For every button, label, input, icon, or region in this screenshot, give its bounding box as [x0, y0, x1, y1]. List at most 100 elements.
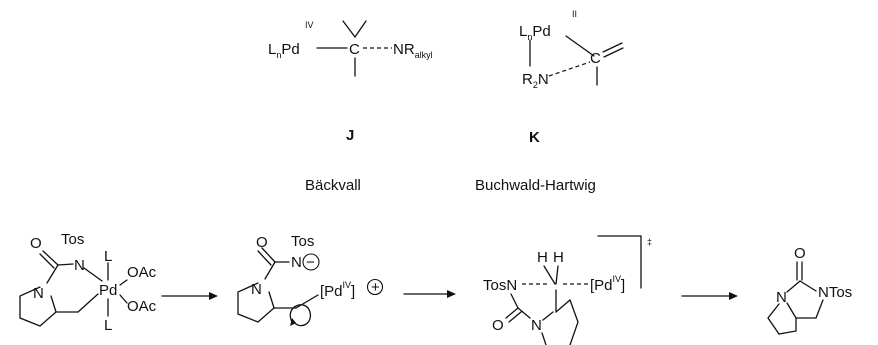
s2-minus-circle: [302, 253, 320, 271]
arrow-1-head: [209, 292, 218, 300]
arrow-3-head: [729, 292, 738, 300]
s2-amide-n: N: [291, 254, 302, 271]
s4-ntos: NTos: [818, 284, 852, 301]
s2-pd-ox-state: IV: [343, 280, 352, 290]
s4-c-nring-bond: [786, 280, 801, 293]
j-c-methyl-left: [342, 20, 356, 38]
reaction-arrow-3: [681, 292, 738, 300]
s1-c-n-amide-bond: [57, 263, 74, 266]
s3-ts-charge: ‡: [647, 237, 652, 247]
j-label: J: [346, 127, 354, 144]
s1-l-bottom: L: [104, 317, 112, 334]
s1-tos: Tos: [61, 231, 84, 248]
s3-h-left: H: [537, 249, 548, 266]
s2-ring-c-n-bond: [268, 291, 275, 309]
svg-text:R2N: R2N: [522, 71, 549, 90]
intermediate-j: LnPd IV C NRalkyl J Bäckvall: [268, 20, 433, 194]
s1-ch2-pd-bond: [77, 293, 99, 313]
k-amine-sub: 2: [533, 80, 538, 90]
s3-ring-n: N: [531, 317, 542, 334]
svg-text:[PdIV]: [PdIV]: [320, 280, 355, 300]
j-c-methyl-right: [354, 20, 367, 38]
s1-oac-bottom: OAc: [127, 298, 157, 315]
s2-pd-bracket-close: ]: [351, 283, 355, 300]
s4-ring-n: N: [776, 289, 787, 306]
s1-ring-c-n-bond: [50, 295, 57, 313]
j-carbon: C: [349, 41, 360, 58]
j-metal-pd: Pd: [281, 41, 299, 58]
k-carbon: C: [590, 50, 601, 67]
s1-pd-oac-bottom-bond: [119, 294, 128, 304]
s2-carbonyl-a: [261, 247, 276, 263]
j-metal-sub: n: [276, 50, 281, 60]
s1-amide-n: N: [74, 257, 85, 274]
k-metal-sub: n: [527, 32, 532, 42]
svg-text:LnPd: LnPd: [519, 23, 551, 42]
arrow-2-head: [447, 290, 456, 298]
s3-h-right-bond: [555, 265, 559, 285]
reaction-arrow-1: [161, 292, 218, 300]
s3-h-right: H: [553, 249, 564, 266]
s3-h-left-bond: [543, 265, 556, 285]
s3-n-c-bond: [510, 293, 519, 309]
structure-1-pd-complex: N O N Tos Pd L L OAc OAc: [19, 231, 157, 334]
s2-minus-sign: −: [306, 254, 315, 271]
k-label: K: [529, 129, 540, 146]
s3-c-nring-bond: [517, 307, 531, 319]
j-amine-sub: alkyl: [415, 50, 433, 60]
reaction-arrow-2: [403, 290, 456, 298]
structure-4-product: O NTos N: [767, 245, 852, 335]
s1-oac-top: OAc: [127, 264, 157, 281]
s2-curved-arrow-head: [290, 318, 296, 326]
s4-ntos-ch2-bond: [815, 299, 824, 319]
s1-l-top: L: [104, 248, 112, 265]
k-c-double-bond-b: [603, 47, 624, 58]
k-n-c-partial-bond: [548, 61, 591, 77]
s3-tosn: TosN: [483, 277, 517, 294]
s2-carbonyl-b: [257, 250, 272, 266]
s3-pd-bracket-close: ]: [621, 277, 625, 294]
s3-carbonyl-b: [508, 311, 522, 323]
s1-n-pd-bond: [83, 267, 103, 282]
j-amine-nr: NR: [393, 41, 415, 58]
intermediate-k: LnPd II R2N C K Buchwald-Hartwig: [475, 9, 624, 194]
s1-n-c-bond: [46, 264, 59, 284]
s2-ring-n: N: [251, 281, 262, 298]
s2-ch2-pd-bond: [295, 294, 319, 309]
s1-pd-oac-top-bond: [119, 279, 128, 286]
svg-text:LnPd: LnPd: [268, 41, 300, 60]
s2-pd-bracket-open: [Pd: [320, 283, 343, 300]
s2-plus-sign: +: [371, 279, 380, 296]
k-c-double-bond-a: [602, 42, 623, 53]
s1-oxygen: O: [30, 235, 42, 252]
s4-pyrrolidine-ring: [767, 303, 797, 335]
k-oxidation-state: II: [572, 9, 577, 19]
s4-oxygen: O: [794, 245, 806, 262]
svg-text:[PdIV]: [PdIV]: [590, 274, 625, 294]
s2-oxygen: O: [256, 234, 268, 251]
s4-c-ntos-bond: [799, 280, 817, 292]
s3-pyrrolidine-ring: [555, 298, 579, 345]
k-pd-c-bond: [565, 35, 595, 57]
structure-2-ion-pair: N O N Tos − [PdIV] +: [237, 233, 384, 327]
k-amine-n: N: [538, 71, 549, 88]
s3-carbonyl-a: [505, 307, 519, 319]
s3-pd-bracket-open: [Pd: [590, 277, 613, 294]
s2-pyrrolidine-ring: [237, 282, 275, 323]
s3-n-ring-lower-bond: [541, 332, 547, 345]
k-caption-buchwald-hartwig: Buchwald-Hartwig: [475, 177, 596, 194]
s3-oxygen: O: [492, 317, 504, 334]
k-amine-r: R: [522, 71, 533, 88]
k-metal-pd: Pd: [532, 23, 550, 40]
j-metal-l: L: [268, 41, 276, 58]
structure-3-transition-state: H H TosN [PdIV] ‡ O N: [483, 235, 652, 345]
s1-pyrrolidine-ring: [19, 286, 57, 327]
s2-curved-arrow: [289, 304, 312, 327]
s1-ring-n: N: [33, 285, 44, 302]
s2-tos: Tos: [291, 233, 314, 250]
svg-text:NRalkyl: NRalkyl: [393, 41, 433, 60]
s1-pd: Pd: [99, 282, 117, 299]
s2-plus-circle: [366, 278, 384, 296]
s2-n-c-bond: [264, 261, 276, 280]
